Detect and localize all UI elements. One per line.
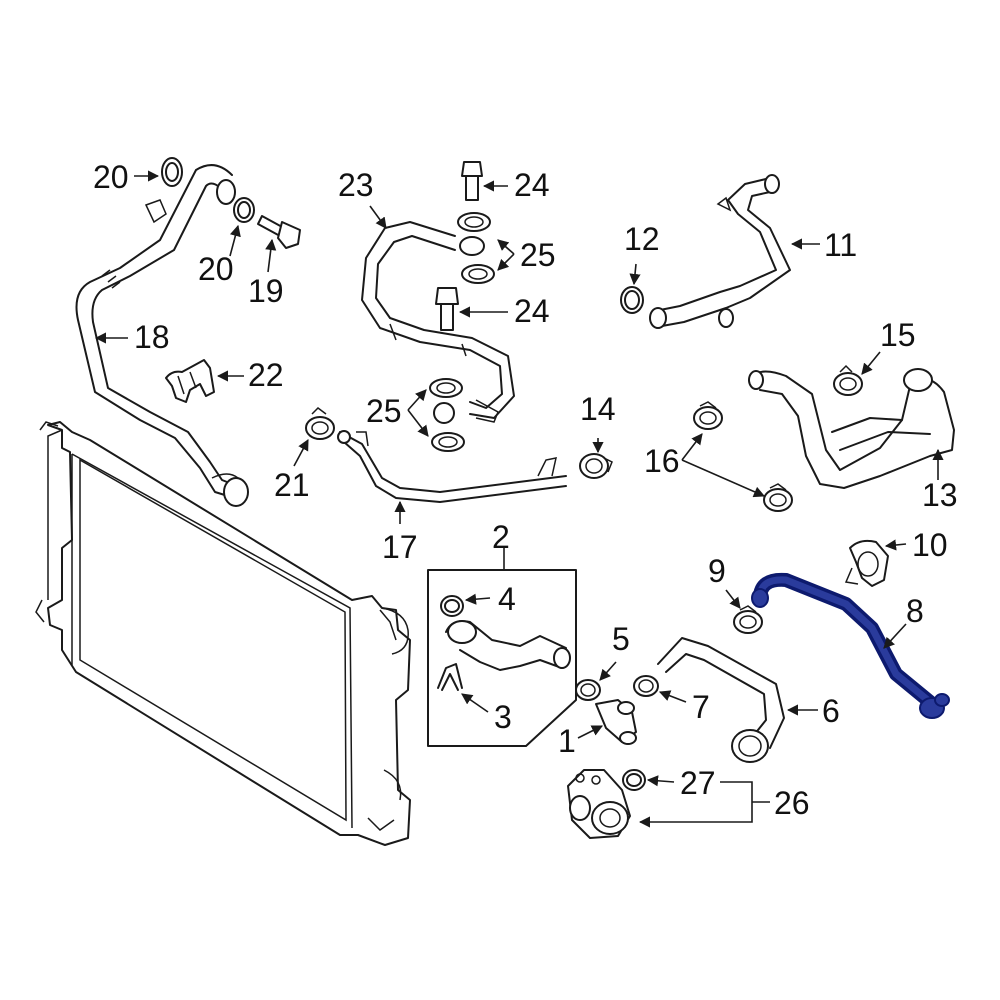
part-11-pipe[interactable] <box>649 174 791 329</box>
part-24-banjo-bolt-upper[interactable] <box>461 161 483 201</box>
callout-5: 5 <box>612 621 630 657</box>
callout-17: 17 <box>382 529 418 565</box>
callout-6: 6 <box>822 693 840 729</box>
part-20-seal-ring-upper[interactable] <box>161 157 183 187</box>
callout-21: 21 <box>274 467 310 503</box>
callout-14: 14 <box>580 391 616 427</box>
part-14-clamp[interactable] <box>579 453 613 479</box>
radiator[interactable] <box>35 421 411 846</box>
callout-20b: 20 <box>198 251 234 287</box>
part-20-seal-ring-lower[interactable] <box>233 197 255 223</box>
callout-9: 9 <box>708 553 726 589</box>
callout-labels: 20 20 19 18 22 21 23 24 25 24 25 17 12 1… <box>93 159 958 821</box>
part-5-clamp[interactable] <box>575 679 601 701</box>
part-23-oil-pipe[interactable] <box>361 221 515 423</box>
leader-lines <box>94 170 944 828</box>
part-9-clamp[interactable] <box>733 605 763 634</box>
callout-24a: 24 <box>514 167 550 203</box>
callout-13: 13 <box>922 477 958 513</box>
part-19-bolt[interactable] <box>257 215 301 249</box>
callout-23: 23 <box>338 167 374 203</box>
part-7-clamp[interactable] <box>633 675 659 697</box>
part-2-hose-kit-box[interactable] <box>427 569 577 747</box>
part-16-clamp-upper[interactable] <box>693 401 723 430</box>
part-6-hose[interactable] <box>657 637 785 763</box>
part-10-bracket[interactable] <box>844 539 889 587</box>
part-12-seal-ring[interactable] <box>620 286 644 314</box>
part-13-hose[interactable] <box>748 368 955 489</box>
callout-24b: 24 <box>514 293 550 329</box>
callout-4: 4 <box>498 581 516 617</box>
part-3-clip[interactable] <box>437 663 463 691</box>
part-15-clamp[interactable] <box>833 364 863 396</box>
part-22-bracket[interactable] <box>165 359 215 403</box>
part-26-thermostat-housing[interactable] <box>567 769 631 839</box>
callout-11: 11 <box>824 227 857 263</box>
part-21-clamp[interactable] <box>305 407 335 440</box>
callout-2: 2 <box>492 519 510 555</box>
callout-8: 8 <box>906 593 924 629</box>
part-17-pipe[interactable] <box>337 430 567 503</box>
part-25-washers-upper[interactable] <box>457 212 495 284</box>
part-8-highlighted-hose[interactable] <box>751 572 950 719</box>
callout-15: 15 <box>880 317 916 353</box>
part-16-clamp-lower[interactable] <box>763 483 793 512</box>
callout-7: 7 <box>692 689 710 725</box>
part-2-hose[interactable] <box>445 620 571 671</box>
callout-26: 26 <box>774 785 810 821</box>
part-4-seal-ring[interactable] <box>440 595 464 617</box>
part-25-washers-lower[interactable] <box>429 378 465 452</box>
part-18-coolant-pipe[interactable] <box>75 164 249 507</box>
callout-16: 16 <box>644 443 680 479</box>
part-24-banjo-bolt-lower[interactable] <box>435 287 459 331</box>
callout-3: 3 <box>494 699 512 735</box>
callout-20a: 20 <box>93 159 129 195</box>
callout-18: 18 <box>134 319 170 355</box>
callout-25a: 25 <box>520 237 556 273</box>
callout-10: 10 <box>912 527 948 563</box>
callout-1: 1 <box>558 723 576 759</box>
callout-25b: 25 <box>366 393 402 429</box>
part-1-tee-connector[interactable] <box>595 699 637 745</box>
callout-22: 22 <box>248 357 284 393</box>
callout-12: 12 <box>624 221 660 257</box>
callout-19: 19 <box>248 273 284 309</box>
part-27-seal-ring[interactable] <box>622 769 646 791</box>
callout-27: 27 <box>680 765 716 801</box>
